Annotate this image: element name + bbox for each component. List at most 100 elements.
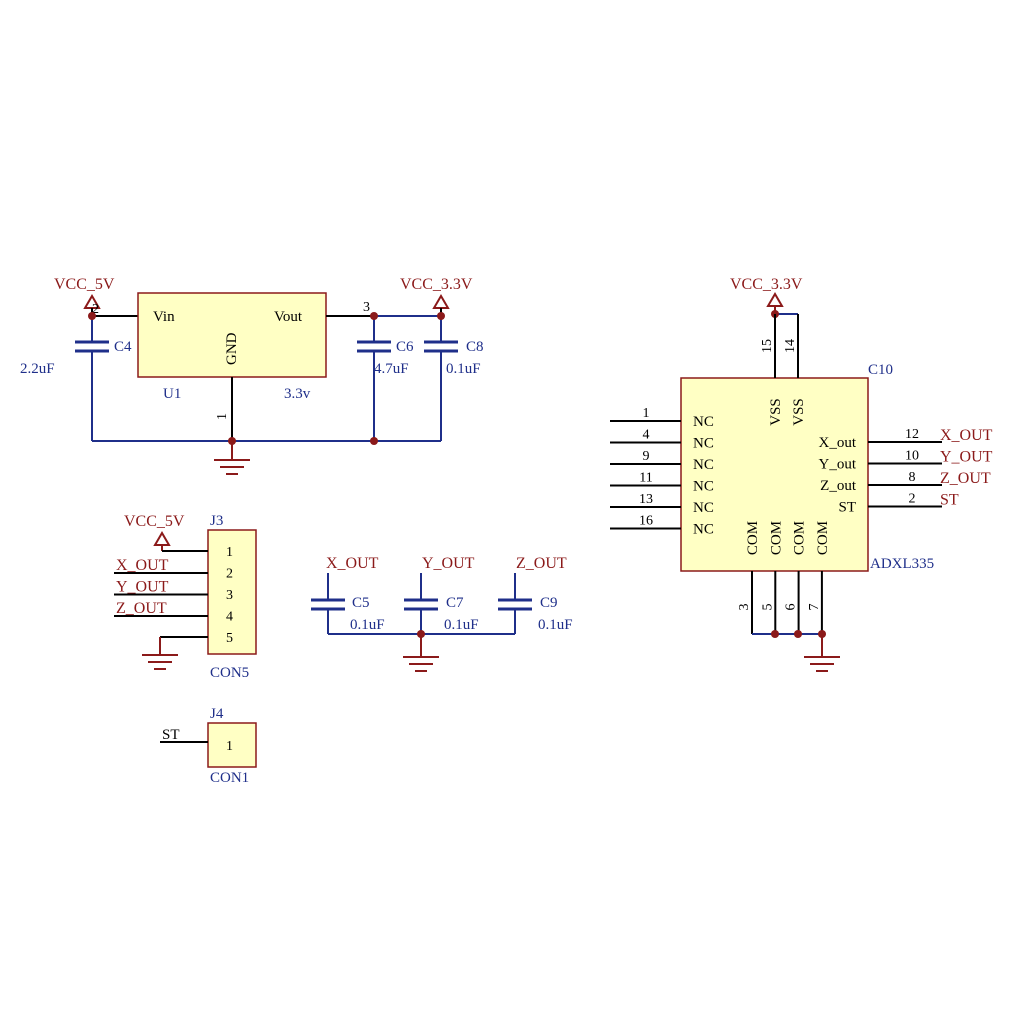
j3-vcc-power-icon (154, 532, 170, 546)
j3-pin-number: 1 (226, 545, 233, 560)
j4-part: CON1 (210, 770, 249, 786)
u1-value: 3.3v (284, 386, 311, 402)
u1-pin2-number: 2 (92, 302, 99, 317)
junction-dot (228, 437, 236, 445)
adxl-vcc-3v3-label: VCC_3.3V (730, 276, 803, 293)
junction-dot (370, 312, 378, 320)
adxl-net-label: ST (940, 492, 959, 509)
adxl-left-pin-name: NC (693, 457, 714, 473)
j3-part: CON5 (210, 665, 249, 681)
adxl-left-pin-name: NC (693, 436, 714, 452)
u1-vout-label: Vout (274, 309, 303, 325)
adxl-right-pin-number: 12 (905, 427, 919, 442)
adxl335-body (680, 377, 869, 572)
adxl-left-pin-number: 1 (643, 406, 650, 421)
j4-section: J4 1 ST CON1 (160, 706, 257, 786)
j3-net-label: Y_OUT (116, 579, 169, 596)
j3-net-label: Z_OUT (116, 600, 167, 617)
junction-dot (771, 630, 779, 638)
adxl-top-pin-name: VSS (791, 398, 807, 426)
vcc-5v-label: VCC_5V (54, 276, 115, 293)
adxl-top-pin-number: 15 (760, 339, 775, 353)
adxl-right-pin-number: 8 (909, 470, 916, 485)
j3-body (207, 529, 257, 655)
adxl-net-label: Z_OUT (940, 470, 991, 487)
adxl-right-pin-name: X_out (819, 435, 857, 451)
c4-value: 2.2uF (20, 361, 55, 377)
adxl-bottom-pin-name: COM (768, 521, 784, 555)
adxl-bottom-pins: 3 COM 5 COM 6 COM 7 COM (737, 521, 831, 634)
u1-designator: U1 (163, 386, 181, 402)
adxl-bottom-pin-number: 5 (760, 604, 775, 611)
c8-designator: C8 (466, 339, 484, 355)
j3-designator: J3 (210, 513, 223, 529)
adxl-bottom-pin-name: COM (745, 521, 761, 555)
c6-value: 4.7uF (374, 361, 409, 377)
j4-body (207, 722, 257, 768)
u1-body (137, 292, 327, 378)
adxl-right-pin-name: Z_out (820, 478, 857, 494)
adxl-left-pin-number: 11 (639, 471, 652, 486)
junction-dot (370, 437, 378, 445)
u1-vin-label: Vin (153, 309, 175, 325)
j4-pin-number: 1 (226, 739, 233, 754)
adxl-top-pin-name: VSS (768, 398, 784, 426)
adxl-left-pin-name: NC (693, 414, 714, 430)
adxl-bottom-pin-name: COM (815, 521, 831, 555)
c8-value: 0.1uF (446, 361, 481, 377)
c7-value: 0.1uF (444, 617, 479, 633)
vcc-3v3-power-icon (433, 295, 449, 309)
c5-net-label: X_OUT (326, 555, 379, 572)
adxl-bottom-pin-number: 3 (737, 604, 752, 611)
j3-pin-number: 2 (226, 567, 233, 582)
regulator-section: VCC_5V 2 Vin Vout GND U1 3.3v 3 1 VCC_3.… (20, 276, 484, 475)
c7-designator: C7 (446, 595, 464, 611)
adxl-left-pin-number: 4 (643, 428, 650, 443)
c5-designator: C5 (352, 595, 370, 611)
adxl-designator: C10 (868, 362, 893, 378)
adxl-bottom-pin-number: 6 (784, 604, 799, 611)
adxl-left-pin-number: 9 (643, 449, 650, 464)
junction-dot (88, 312, 96, 320)
ground-icon (402, 656, 440, 672)
adxl-bottom-pin-number: 7 (807, 604, 822, 611)
adxl-net-label: Y_OUT (940, 449, 993, 466)
adxl-top-pin-number: 14 (783, 339, 798, 353)
j3-net-label: X_OUT (116, 557, 169, 574)
adxl-left-pin-number: 16 (639, 514, 653, 529)
u1-pin3-number: 3 (363, 300, 370, 315)
u1-pin1-number: 1 (215, 413, 230, 420)
u1-gnd-label: GND (224, 332, 240, 365)
adxl-right-pin-name: Y_out (819, 457, 857, 473)
c6-designator: C6 (396, 339, 414, 355)
adxl-vcc-power-icon (767, 293, 783, 307)
vcc-3v3-label: VCC_3.3V (400, 276, 473, 293)
c4-designator: C4 (114, 339, 132, 355)
j3-net-labels: X_OUT Y_OUT Z_OUT (114, 557, 208, 617)
j3-vcc-5v-label: VCC_5V (124, 513, 185, 530)
adxl-right-pin-number: 10 (905, 449, 919, 464)
adxl-left-pin-name: NC (693, 479, 714, 495)
ground-icon (213, 459, 251, 475)
c9-net-label: Z_OUT (516, 555, 567, 572)
c9-value: 0.1uF (538, 617, 573, 633)
adxl-part-name: ADXL335 (870, 556, 934, 572)
ground-icon (803, 656, 841, 672)
filter-caps-section: X_OUT Y_OUT Z_OUT C5 0.1uF C7 0.1uF C9 0… (311, 555, 573, 672)
c5-value: 0.1uF (350, 617, 385, 633)
adxl-net-label: X_OUT (940, 427, 993, 444)
adxl-left-pin-name: NC (693, 500, 714, 516)
adxl-bottom-pin-name: COM (792, 521, 808, 555)
adxl335-section: VCC_3.3V C10 ADXL335 1NC4NC9NC11NC13NC16… (610, 276, 993, 672)
adxl-right-pin-number: 2 (909, 492, 916, 507)
j3-pin-number: 4 (226, 610, 233, 625)
c9-designator: C9 (540, 595, 558, 611)
j3-pin-number: 5 (226, 631, 233, 646)
j4-net-label: ST (162, 727, 180, 743)
adxl-right-pin-name: ST (838, 500, 856, 516)
